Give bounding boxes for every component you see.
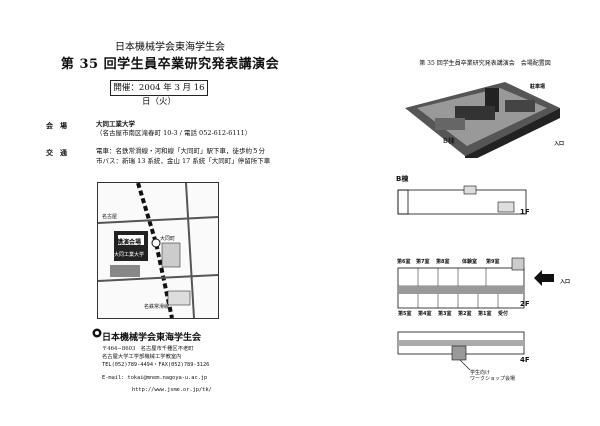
access-label: 交 通 (46, 148, 67, 157)
footer-address1: 〒464−8603 名古屋市千種区不老町 (102, 346, 194, 352)
room-label: 第6室 (397, 259, 411, 265)
footer-org-title: 日本機械学会東海学生会 (102, 333, 202, 343)
footer-email: E-mail: tokai@mnem.nagoya-u.ac.jp (102, 375, 208, 381)
organizer-name: 日本機械学会東海学生会 (115, 42, 225, 53)
room-label: 第8室 (436, 259, 450, 265)
workshop-room-label: 学生向け ワークショップ会場 (470, 370, 516, 382)
room-label: 第2室 (458, 311, 472, 317)
venue-name: 大同工業大学 (96, 120, 135, 128)
campus-aerial-drawing (405, 82, 560, 158)
parking-label: 駐車場 (530, 84, 546, 90)
venue-label: 会 場 (46, 121, 67, 130)
room-label: 第1室 (478, 311, 492, 317)
map-label-railway: 名鉄常滑線 (144, 304, 170, 310)
footer-tel: TEL(052)789-4494・FAX(052)789-3126 (102, 362, 210, 368)
entrance-label: 入口 (560, 279, 571, 285)
building-label: B棟 (396, 175, 409, 183)
floor-1f-label: 1F (520, 208, 530, 216)
photo-entrance-label: 入口 (554, 141, 565, 147)
reception-label: 受付 (498, 311, 509, 317)
map-label-station: 大同町 (160, 236, 176, 242)
map-label-university: 大同工業大学 (114, 252, 145, 258)
footer-url[interactable]: http://www.jsme.or.jp/tk/ (132, 387, 212, 393)
room-label: 第5室 (398, 311, 412, 317)
access-bus: 市バス：新瑞 13 系統，金山 17 系統「大同町」停留所下車 (96, 157, 271, 165)
room-label: 体験室 (462, 259, 478, 265)
floor-2f-label: 2F (520, 300, 530, 308)
room-label: 第4室 (418, 311, 432, 317)
footer-address2: 名古屋大学工学部機械工学教室内 (102, 354, 182, 360)
photo-building-label: B棟 (443, 137, 455, 145)
event-title: 第 35 回学生員卒業研究発表講演会 (60, 57, 280, 72)
map-label-nagoya: 名古屋 (102, 214, 118, 220)
venue-address: （名古屋市南区滝春町 10-3 / 電話 052-612-6111） (96, 129, 252, 137)
map-drawing (98, 183, 218, 318)
floor-4f-label: 4F (520, 356, 530, 364)
floor-plan-drawing (397, 185, 554, 371)
room-label: 第3室 (438, 311, 452, 317)
layout-title: 第 35 回学生員卒業研究発表講演会 会場配置図 (419, 60, 551, 67)
map-label-venue: 講演会場 (117, 239, 142, 246)
jsme-logo-icon (92, 328, 102, 338)
room-label: 第9室 (486, 259, 500, 265)
event-date-box: 開催：2004 年 3 月 16 日（火） (110, 80, 208, 107)
access-map: 大同町 講演会場 大同工業大学 名古屋 名鉄常滑線 (97, 182, 219, 319)
access-train: 電車：名鉄常滑線・河和線「大同町」駅下車，徒歩約５分 (96, 147, 265, 155)
room-label: 第7室 (416, 259, 430, 265)
